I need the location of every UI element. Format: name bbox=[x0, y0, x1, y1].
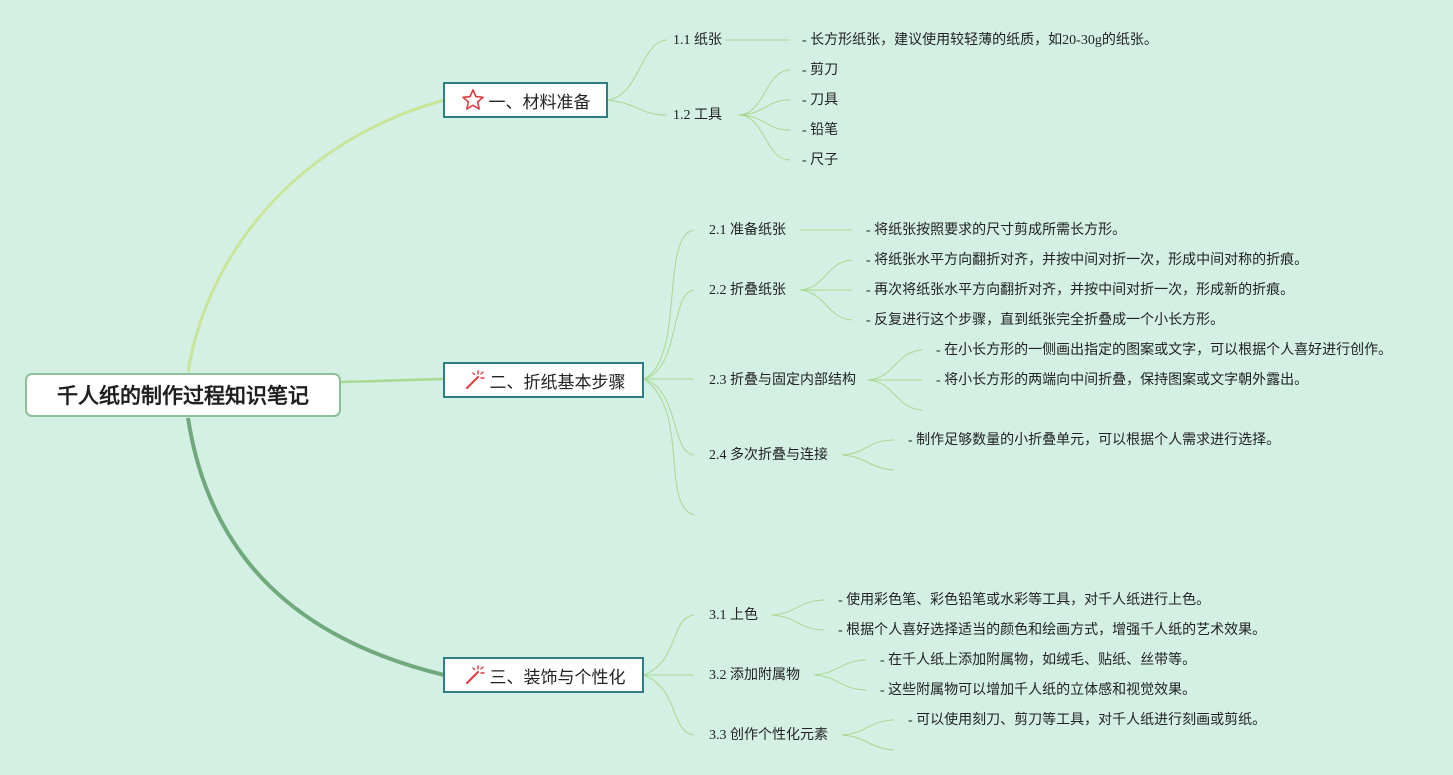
star-icon bbox=[461, 88, 485, 112]
branch-label: 二、折纸基本步骤 bbox=[489, 372, 626, 393]
detail-3-1-2[interactable]: - 根据个人喜好选择适当的颜色和绘画方式，增强千人纸的艺术效果。 bbox=[838, 623, 1267, 638]
detail-1-2-1[interactable]: - 剪刀 bbox=[802, 63, 839, 78]
root-topic[interactable]: 千人纸的制作过程知识笔记 bbox=[25, 373, 341, 417]
subtopic-3-2[interactable]: 3.2 添加附属物 bbox=[709, 668, 800, 683]
branch-materials[interactable]: 一、材料准备 bbox=[443, 82, 608, 118]
detail-3-1-1[interactable]: - 使用彩色笔、彩色铅笔或水彩等工具，对千人纸进行上色。 bbox=[838, 593, 1211, 608]
subtopic-1-2[interactable]: 1.2 工具 bbox=[673, 108, 722, 123]
detail-2-3-2[interactable]: - 将小长方形的两端向中间折叠，保持图案或文字朝外露出。 bbox=[936, 373, 1309, 388]
link-root-branch-1 bbox=[186, 98, 445, 373]
detail-2-2-1[interactable]: - 将纸张水平方向翻折对齐，并按中间对折一次，形成中间对称的折痕。 bbox=[866, 253, 1309, 268]
detail-1-2-3[interactable]: - 铅笔 bbox=[802, 123, 839, 138]
subtopic-2-1[interactable]: 2.1 准备纸张 bbox=[709, 223, 786, 238]
links-branch-1 bbox=[607, 39, 791, 161]
link-root-branch-3 bbox=[186, 417, 445, 677]
detail-1-2-4[interactable]: - 尺子 bbox=[802, 153, 839, 168]
detail-1-1-1[interactable]: - 长方形纸张，建议使用较轻薄的纸质，如20-30g的纸张。 bbox=[802, 33, 1158, 48]
links-branch-2 bbox=[643, 229, 923, 516]
subtopic-3-3[interactable]: 3.3 创作个性化元素 bbox=[709, 728, 828, 743]
detail-3-2-2[interactable]: - 这些附属物可以增加千人纸的立体感和视觉效果。 bbox=[880, 683, 1197, 698]
detail-2-3-1[interactable]: - 在小长方形的一侧画出指定的图案或文字，可以根据个人喜好进行创作。 bbox=[936, 343, 1393, 358]
magic-wand-icon bbox=[462, 663, 486, 687]
link-root-branch-2 bbox=[340, 377, 445, 384]
subtopic-3-1[interactable]: 3.1 上色 bbox=[709, 608, 758, 623]
branch-decoration[interactable]: 三、装饰与个性化 bbox=[443, 657, 644, 693]
detail-2-2-2[interactable]: - 再次将纸张水平方向翻折对齐，并按中间对折一次，形成新的折痕。 bbox=[866, 283, 1295, 298]
subtopic-2-3[interactable]: 2.3 折叠与固定内部结构 bbox=[709, 373, 856, 388]
magic-wand-icon bbox=[462, 368, 486, 392]
branch-folding-steps[interactable]: 二、折纸基本步骤 bbox=[443, 362, 644, 398]
detail-3-2-1[interactable]: - 在千人纸上添加附属物，如绒毛、贴纸、丝带等。 bbox=[880, 653, 1197, 668]
subtopic-2-4[interactable]: 2.4 多次折叠与连接 bbox=[709, 448, 828, 463]
detail-2-4-1[interactable]: - 制作足够数量的小折叠单元，可以根据个人需求进行选择。 bbox=[908, 433, 1281, 448]
branch-label: 三、装饰与个性化 bbox=[489, 667, 626, 688]
links-branch-3 bbox=[643, 599, 895, 751]
detail-1-2-2[interactable]: - 刀具 bbox=[802, 93, 839, 108]
root-title: 千人纸的制作过程知识笔记 bbox=[57, 384, 309, 408]
detail-3-3-1[interactable]: - 可以使用刻刀、剪刀等工具，对千人纸进行刻画或剪纸。 bbox=[908, 713, 1267, 728]
detail-2-1-1[interactable]: - 将纸张按照要求的尺寸剪成所需长方形。 bbox=[866, 223, 1127, 238]
branch-label: 一、材料准备 bbox=[488, 92, 591, 113]
subtopic-2-2[interactable]: 2.2 折叠纸张 bbox=[709, 283, 786, 298]
subtopic-1-1[interactable]: 1.1 纸张 bbox=[673, 33, 722, 48]
detail-2-2-3[interactable]: - 反复进行这个步骤，直到纸张完全折叠成一个小长方形。 bbox=[866, 313, 1225, 328]
